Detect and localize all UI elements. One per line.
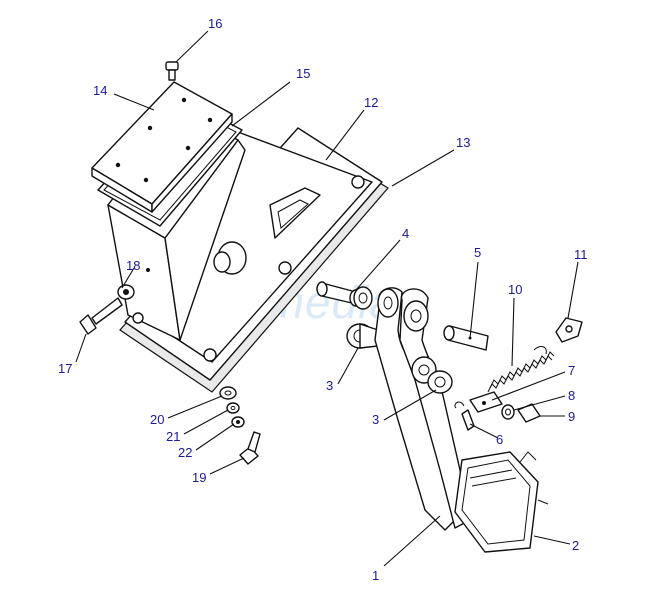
sleeve-4 [316,281,373,310]
callout-14: 14 [93,83,107,98]
bolt-9 [517,403,541,423]
nut-18 [117,284,135,300]
bolt-17 [79,297,123,335]
washer-stack [219,386,245,428]
bush-3-upper [346,323,379,349]
leader-lines [75,30,579,567]
callout-10: 10 [508,282,522,297]
callout-12: 12 [364,95,378,110]
callout-20: 20 [150,412,164,427]
callout-3-upper: 3 [326,378,333,393]
bolt-19 [239,431,261,465]
clevis-7 [469,391,503,413]
callout-15: 15 [296,66,310,81]
bracket-housing [91,81,389,393]
callout-labels: 16 15 14 12 13 4 5 11 10 7 8 9 6 3 3 18 … [58,16,588,583]
triangle-cutout [269,187,321,239]
callout-4: 4 [402,226,409,241]
callout-3-lower: 3 [372,412,379,427]
callout-8: 8 [568,388,575,403]
bush-3-lower [427,370,453,394]
callout-11: 11 [574,247,588,262]
pedal-lever-1 [374,287,471,531]
callout-5: 5 [474,245,481,260]
callout-7: 7 [568,363,575,378]
callout-22: 22 [178,445,192,460]
washer-8 [501,404,515,420]
pin-5 [443,325,489,351]
callout-16: 16 [208,16,222,31]
callout-1: 1 [372,568,379,583]
callout-6: 6 [496,432,503,447]
split-pin-6 [454,401,475,431]
callout-21: 21 [166,429,180,444]
callout-18: 18 [126,258,140,273]
spring-bracket-11 [555,317,583,343]
screw-16 [165,61,179,81]
pedal-pad-2 [454,451,549,553]
callout-19: 19 [192,470,206,485]
spring-10 [487,346,555,393]
callout-17: 17 [58,361,72,376]
callout-13: 13 [456,135,470,150]
callout-2: 2 [572,538,579,553]
callout-9: 9 [568,409,575,424]
